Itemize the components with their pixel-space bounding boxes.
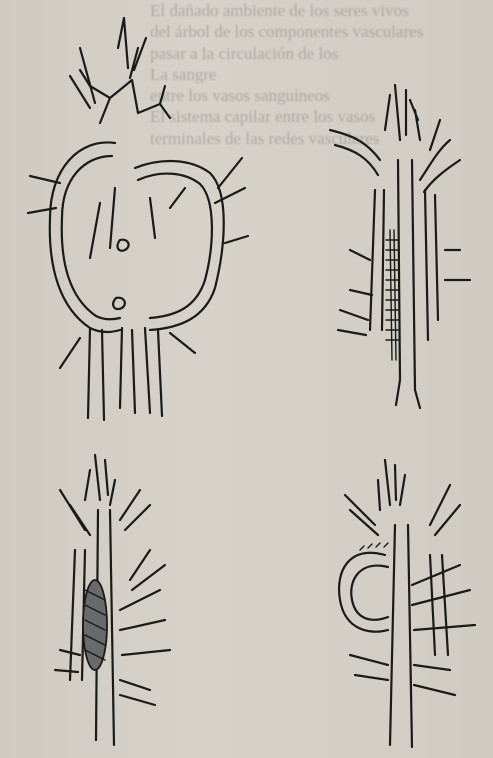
figure-top-left bbox=[20, 8, 250, 428]
vascular-loop-drawing-icon bbox=[20, 8, 250, 428]
vascular-branch-with-aneurysm-drawing-icon bbox=[330, 455, 490, 750]
vascular-branch-with-thrombus-drawing-icon bbox=[320, 80, 480, 410]
figure-bottom-right bbox=[330, 455, 490, 750]
vascular-branch-with-hatched-clot-drawing-icon bbox=[40, 450, 210, 750]
figure-bottom-left bbox=[40, 450, 210, 750]
figure-top-right bbox=[320, 80, 480, 410]
